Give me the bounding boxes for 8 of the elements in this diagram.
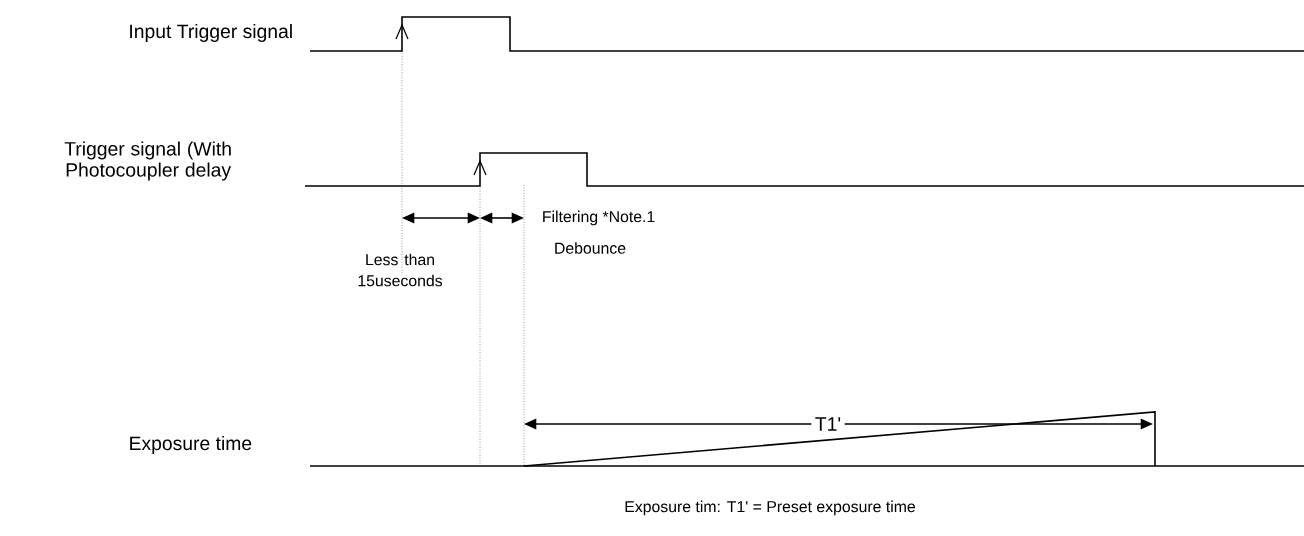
note-text: Exposure tim: T1' = Preset exposure time (625, 500, 915, 516)
signal-label: Input Trigger signal (130, 24, 292, 42)
dimension-label: T1' (811, 413, 845, 435)
signal-label: Trigger signal (With Photocoupler delay (64, 141, 232, 181)
dimension-label: Less than 15useconds (358, 253, 443, 287)
dimension-label: Debounce (555, 242, 626, 254)
dimension-label: Filtering *Note.1 (543, 210, 655, 226)
signal-label: Exposure time (130, 436, 252, 454)
